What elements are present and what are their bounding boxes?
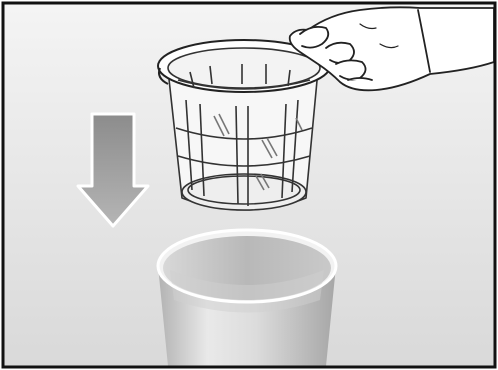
filter-basket-icon <box>157 39 331 211</box>
gloved-hand-icon <box>288 6 495 92</box>
down-arrow-icon <box>76 112 150 228</box>
cup-container-icon <box>156 228 338 366</box>
